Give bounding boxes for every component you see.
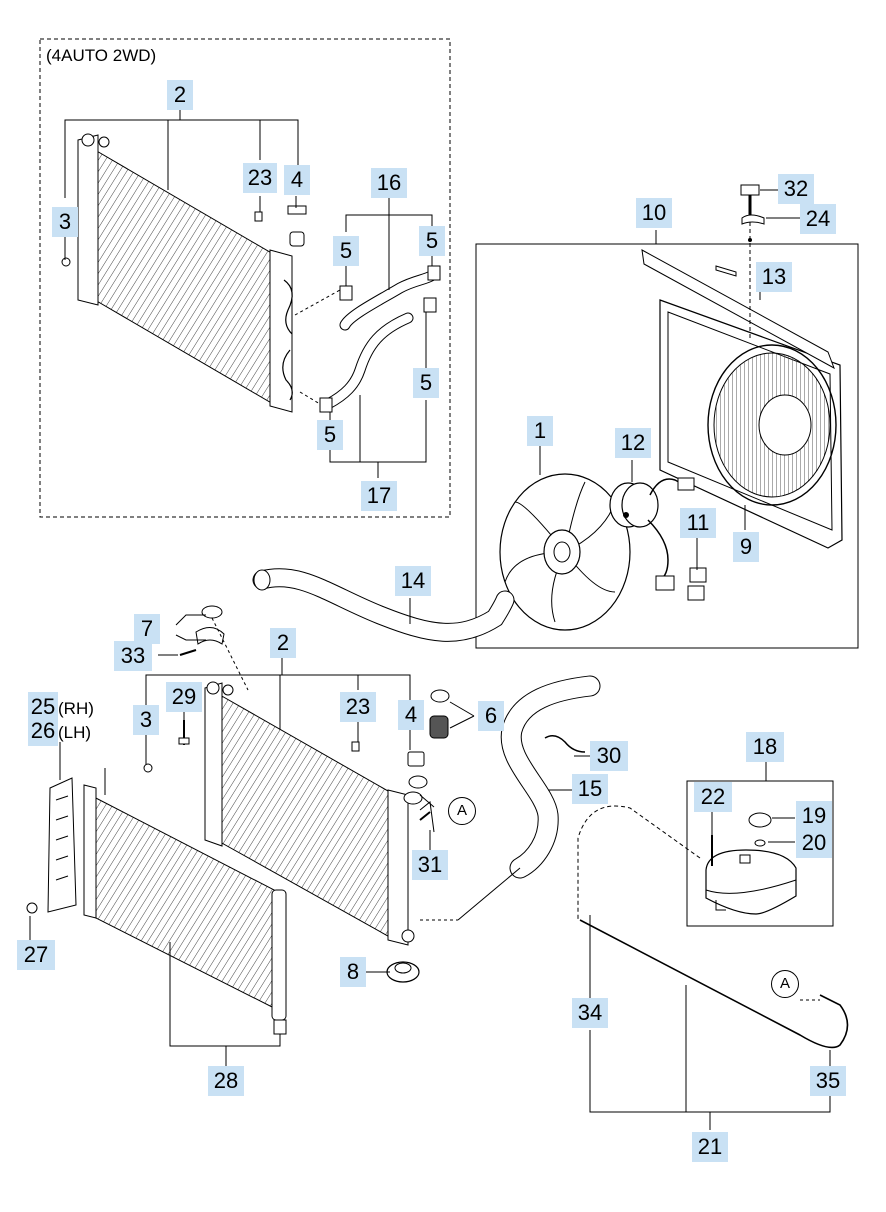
part-callout-27: 27: [17, 940, 55, 970]
part-callout-2: 2: [167, 80, 193, 110]
hose-14-drawing: [252, 568, 515, 642]
leaders-top: [64, 110, 433, 478]
fan-shroud-drawing: [641, 184, 843, 549]
part-callout-15: 15: [572, 774, 608, 804]
part-callout-12: 12: [615, 428, 651, 458]
variant-box: [39, 38, 451, 518]
leaders-main: [29, 614, 475, 1066]
part-callout-19: 19: [796, 801, 832, 831]
part-callout-11: 11: [680, 508, 716, 538]
part-callout-23: 23: [340, 692, 376, 722]
part-callout-7: 7: [134, 614, 160, 644]
part-callout-24: 24: [800, 204, 836, 234]
part-callout-32: 32: [778, 174, 814, 204]
part-callout-5: 5: [333, 236, 359, 266]
part-callout-6: 6: [478, 701, 504, 731]
part-callout-34: 34: [572, 998, 608, 1028]
part-callout-8: 8: [340, 957, 366, 987]
part-callout-28: 28: [208, 1066, 244, 1096]
part-callout-14: 14: [395, 566, 431, 596]
part-callout-1: 1: [527, 416, 553, 446]
part-callout-30: 30: [590, 741, 628, 771]
reservoir-drawing: [705, 748, 797, 915]
part-callout-4: 4: [284, 165, 310, 195]
part-callout-17: 17: [361, 481, 397, 511]
overflow-hose-drawing: [577, 805, 849, 1130]
fittings-7-33-drawing: [179, 605, 249, 691]
radiator-top-drawing: [61, 133, 307, 413]
part-callout-26: 26(LH): [28, 716, 92, 748]
fan-assembly-box: [475, 243, 859, 649]
part-callout-33: 33: [114, 641, 152, 671]
part-callout-20: 20: [796, 828, 832, 858]
fan-motor-drawing: [609, 477, 707, 601]
part-callout-3: 3: [133, 705, 159, 735]
reference-marker-a: A: [448, 797, 476, 825]
part-callout-35: 35: [810, 1066, 846, 1096]
part-callout-16: 16: [371, 168, 407, 198]
part-callout-5: 5: [317, 420, 343, 450]
part-callout-21: 21: [692, 1132, 728, 1162]
part-callout-3: 3: [52, 207, 78, 237]
variant-label: (4AUTO 2WD): [46, 46, 157, 65]
part-callout-22: 22: [694, 782, 732, 812]
reference-marker-a: A: [771, 970, 799, 998]
part-callout-5: 5: [419, 226, 445, 256]
part-callout-2: 2: [270, 628, 296, 658]
hoses-top-drawing: [294, 265, 441, 413]
part-callout-10: 10: [636, 198, 672, 228]
radiator-main-drawing: [143, 681, 521, 946]
part-callout-9: 9: [733, 532, 759, 562]
part-callout-29: 29: [166, 682, 202, 712]
reservoir-box: [686, 780, 834, 927]
hose-15-drawing: [500, 675, 601, 879]
part-callout-23: 23: [243, 163, 277, 193]
part-callout-5: 5: [413, 368, 439, 398]
misc-parts-drawing: [26, 720, 431, 983]
part-callout-13: 13: [756, 262, 792, 292]
caps-6-drawing: [429, 689, 450, 739]
fan-blade-drawing: [499, 473, 631, 631]
part-callout-4: 4: [398, 700, 424, 730]
part-callout-31: 31: [412, 850, 448, 880]
condenser-drawing: [83, 768, 287, 1035]
part-callout-18: 18: [746, 732, 784, 762]
